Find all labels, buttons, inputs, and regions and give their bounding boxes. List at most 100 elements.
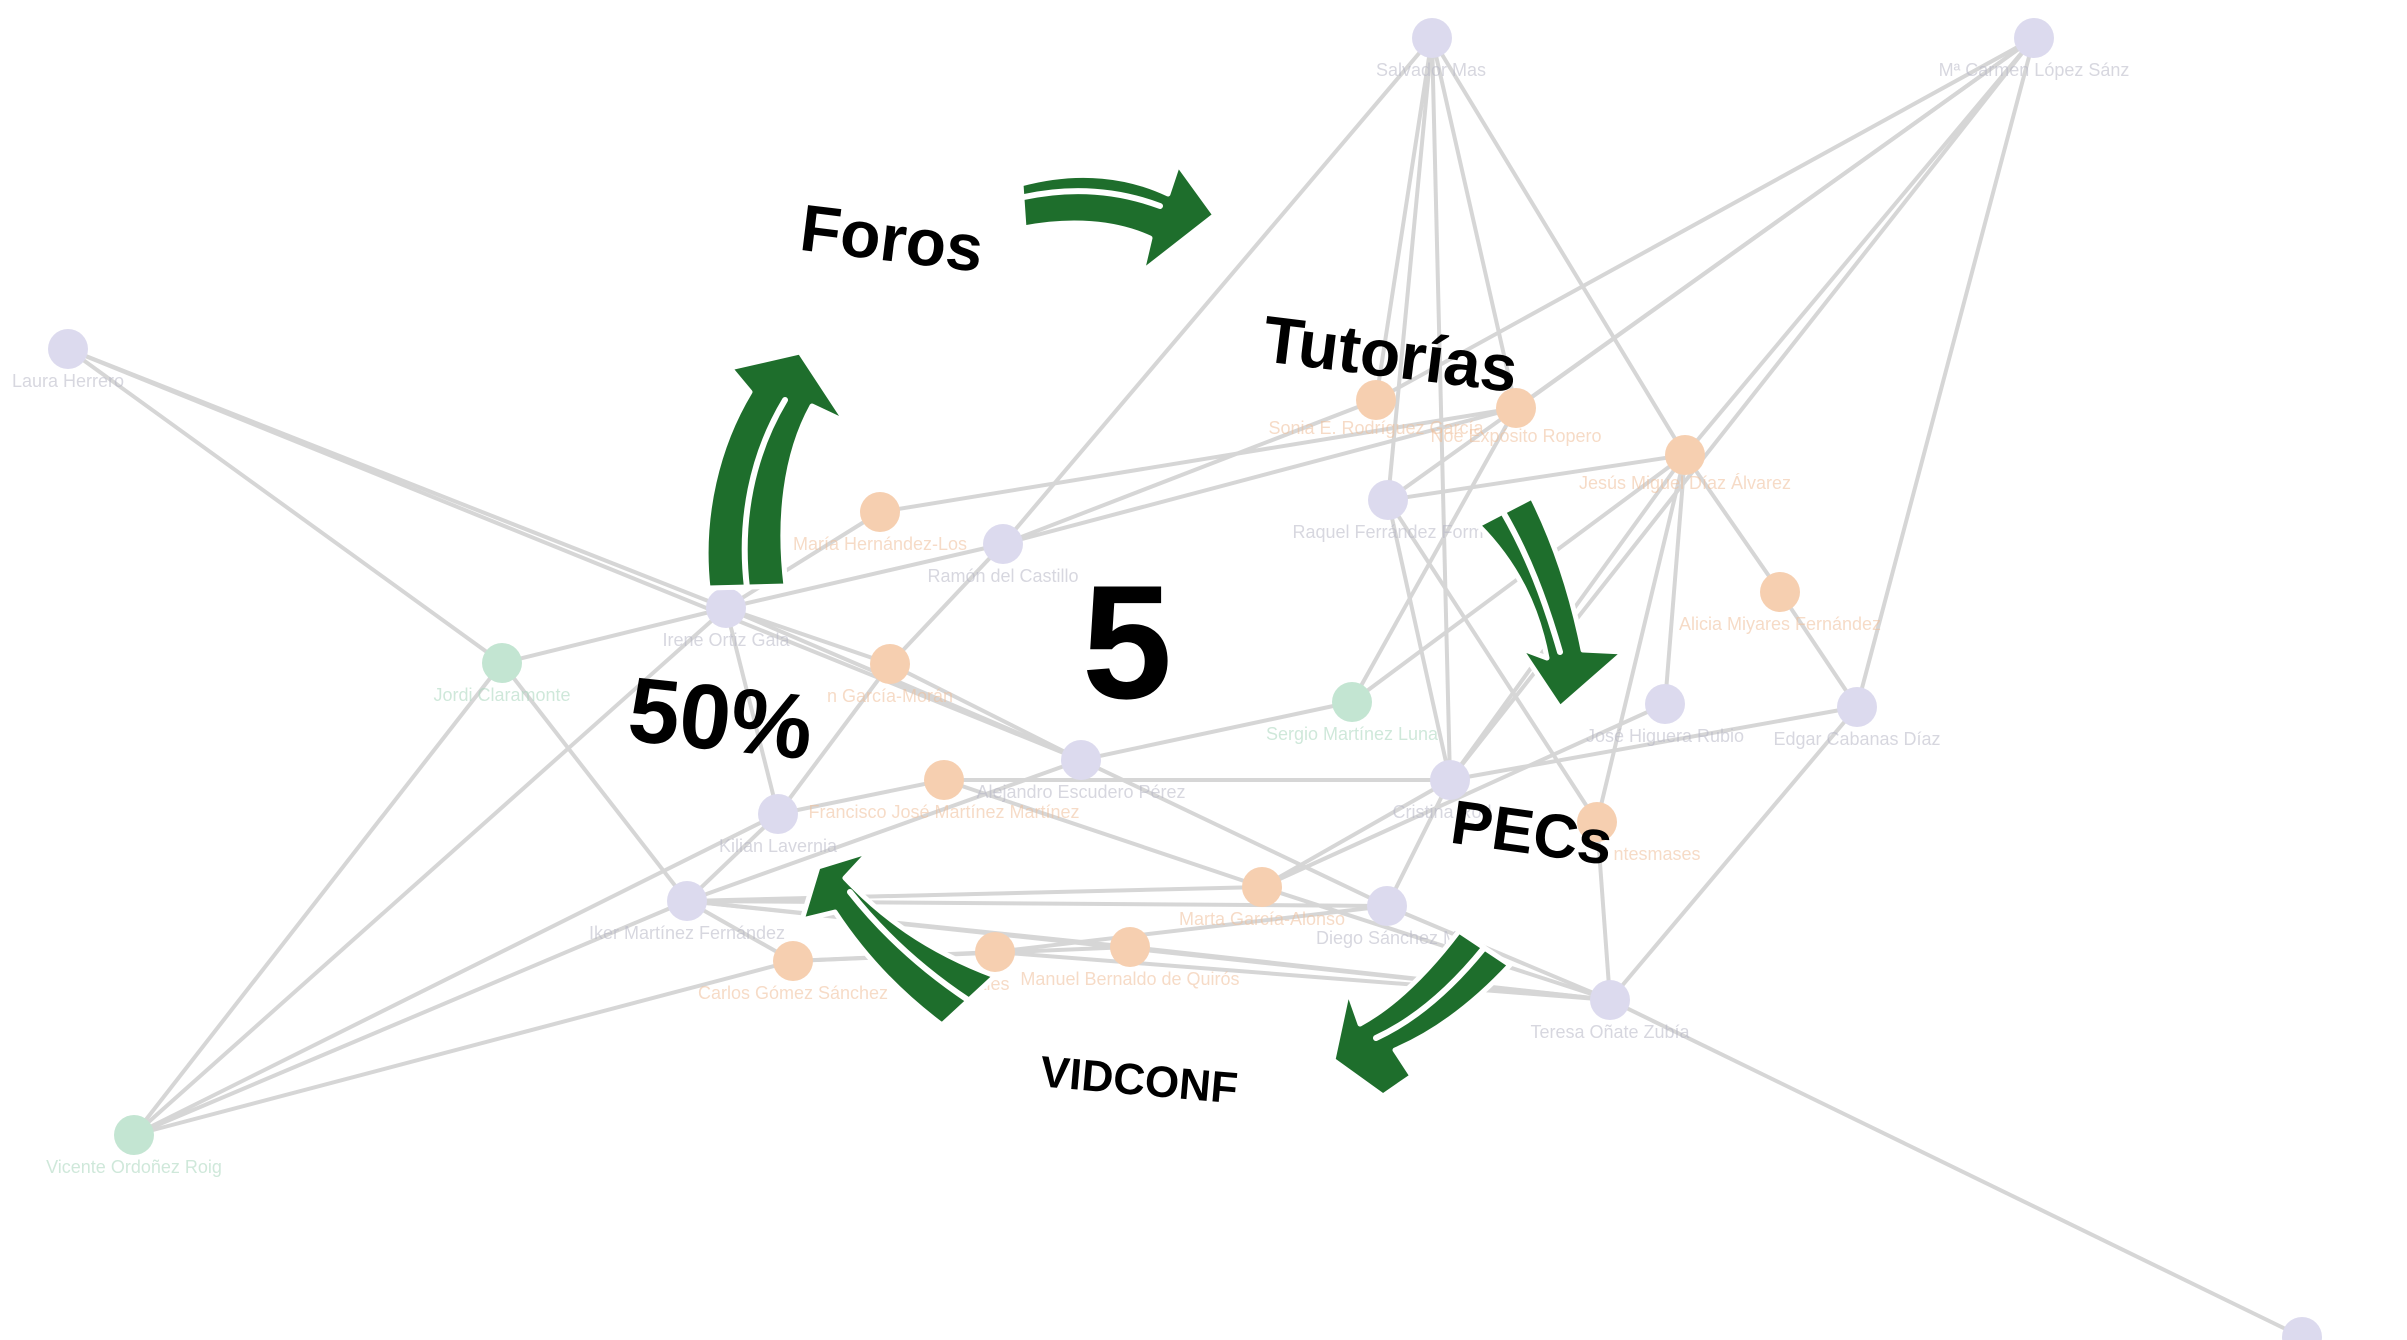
network-edge [1386, 904, 1611, 1002]
network-node: Carlos Gómez Sánchez [698, 941, 888, 1003]
node-circle [870, 644, 910, 684]
node-circle [1430, 760, 1470, 800]
network-edge [1663, 454, 1687, 705]
node-label: Raquel Ferrández Form [1292, 522, 1483, 542]
network-edge [686, 899, 794, 963]
network-edge [1683, 36, 2036, 457]
network-edge [1080, 700, 1353, 762]
node-label: Iker Martínez Fernández [589, 923, 785, 943]
network-edge [725, 606, 1082, 762]
network-edge [943, 778, 1263, 889]
network-node: José Higuera Rubio [1586, 684, 1744, 746]
center-number: 5 [1082, 552, 1172, 733]
node-circle [114, 1115, 154, 1155]
network-edge [67, 347, 1082, 762]
network-node: Jesús Miguel Díaz Álvarez [1579, 435, 1791, 493]
network-edge [776, 662, 892, 816]
node-label: Manuel Bernaldo de Quirós [1020, 969, 1239, 989]
node-label: José Higuera Rubio [1586, 726, 1744, 746]
node-circle [983, 524, 1023, 564]
network-node: Marta García-Alonso [1179, 867, 1345, 929]
arrow-foros-to-tutorias [1018, 161, 1218, 275]
network-edge [724, 607, 780, 815]
arrow-percent-to-foros [703, 349, 849, 591]
network-edge [1261, 702, 1666, 889]
network-edge [1386, 36, 2036, 502]
network-edge [1261, 885, 1611, 1002]
percent-label: 50% [624, 659, 818, 780]
network-edge [1778, 590, 1859, 709]
network-edge [888, 542, 1005, 666]
node-label: n García-Morán [827, 686, 953, 706]
network-node: Alejandro Escudero Pérez [976, 740, 1186, 802]
node-label: Francisco José Martínez Martínez [808, 802, 1079, 822]
network-edges [66, 36, 2303, 1339]
node-circle [924, 760, 964, 800]
network-node: Mª Carmen López Sánz [1939, 18, 2130, 80]
network-edge [1350, 407, 1518, 703]
network-edge [1430, 37, 1518, 409]
node-circle [2014, 18, 2054, 58]
network-edge [500, 661, 689, 903]
network-edge [1609, 998, 2303, 1339]
network-edge [1002, 406, 1517, 546]
network-edge [132, 606, 728, 1137]
node-circle [482, 643, 522, 683]
network-node: Vicente Ordoñez Roig [46, 1115, 222, 1177]
node-circle [1590, 980, 1630, 1020]
network-edge [1261, 778, 1451, 889]
label-pecs: PECs [1447, 788, 1617, 879]
node-label: Teresa Oñate Zubía [1530, 1022, 1690, 1042]
network-edge [1375, 36, 2035, 402]
node-label: Irene Ortiz Gala [662, 630, 790, 650]
network-node: Noé Expósito Ropero [1430, 388, 1602, 446]
node-label: Edgar Cabanas Díaz [1773, 729, 1940, 749]
network-edge [1002, 398, 1377, 546]
network-edge [1001, 36, 1434, 546]
network-node: Teresa Oñate Zubía [1530, 980, 1691, 1042]
node-label: Vicente Ordoñez Roig [46, 1157, 222, 1177]
network-edge [994, 904, 1388, 954]
node-circle [1368, 480, 1408, 520]
network-edge [879, 406, 1517, 514]
node-circle [1760, 572, 1800, 612]
node-label: Mª Carmen López Sánz [1939, 60, 2130, 80]
node-circle [1412, 18, 1452, 58]
network-edge [685, 812, 780, 903]
node-circle [1665, 435, 1705, 475]
node-circle [48, 329, 88, 369]
node-circle [860, 492, 900, 532]
network-node: Iker Martínez Fernández [589, 881, 785, 943]
node-circle [1061, 740, 1101, 780]
node-label: Marta García-Alonso [1179, 909, 1345, 929]
node-circle [773, 941, 813, 981]
arrow-pecs-to-vidconf [1330, 928, 1513, 1099]
node-circle [1242, 867, 1282, 907]
network-edge [1386, 498, 1599, 824]
node-circle [667, 881, 707, 921]
network-edge [1080, 758, 1388, 908]
node-label: Noé Expósito Ropero [1430, 426, 1601, 446]
network-edge [133, 899, 688, 1137]
network-edge [994, 950, 1611, 1002]
network-edge [1595, 454, 1687, 823]
network-edge [889, 662, 1082, 762]
network-edge [725, 542, 1004, 610]
network-node: Diego Sánchez M [1316, 886, 1458, 948]
network-node: Sonia E. Rodríguez García [1268, 380, 1485, 438]
network-edge [1129, 945, 1611, 1002]
node-circle [1356, 380, 1396, 420]
network-node: Irene Ortiz Gala [662, 588, 791, 650]
node-circle [758, 794, 798, 834]
network-edge [724, 510, 882, 610]
network-edge [792, 945, 1131, 963]
network-node: Kilian Lavernia [719, 794, 838, 856]
network-node: Cristina Rod [1392, 760, 1492, 822]
network-edge [1855, 37, 2036, 708]
network-edge [1430, 37, 1452, 781]
cycle-arrows [703, 161, 1627, 1099]
network-edge [1449, 705, 1858, 782]
network-node: ntesmases [1577, 802, 1701, 864]
network-node: Jordi Claramonte [433, 643, 571, 705]
